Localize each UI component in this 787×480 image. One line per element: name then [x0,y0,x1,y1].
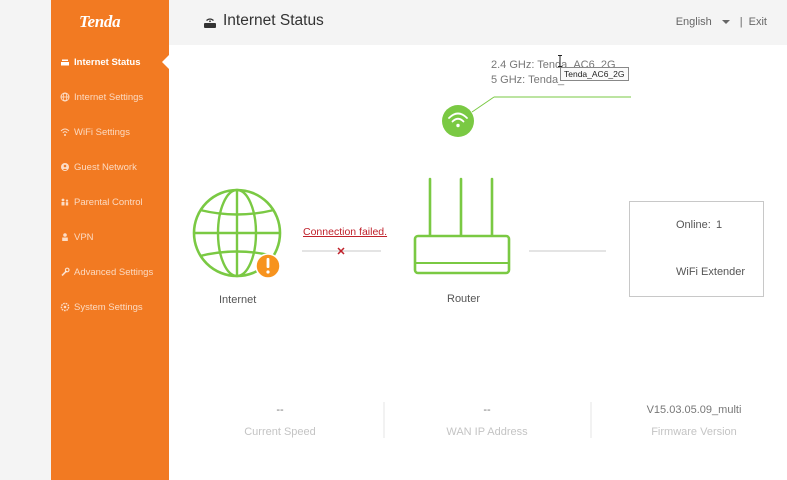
online-count: 1 [716,219,723,231]
separator: | [739,16,743,28]
ssid-5ghz: 5 GHz: Tenda_ [491,73,565,86]
sidebar-item-guest-network[interactable]: Guest Network [51,152,169,182]
router-icon [204,18,216,28]
page-header: Internet Status English | Exit [169,0,787,45]
globe-icon [192,188,282,278]
stat-label: Firmware Version [651,426,737,438]
sidebar-item-label: System Settings [74,301,143,313]
left-gutter [0,0,51,480]
sidebar-item-vpn[interactable]: VPN [51,222,169,252]
connection-status-link[interactable]: Connection failed. [303,226,388,238]
wrench-icon [60,267,70,277]
tenda-logo: Tenda [79,12,121,31]
router-label: Router [447,293,481,305]
globe-icon [60,92,70,102]
router-icon [413,177,511,275]
stat-label: Current Speed [244,426,316,438]
sidebar-item-label: Guest Network [74,161,137,173]
page-title: Internet Status [223,12,324,29]
sidebar-item-label: Internet Settings [74,91,144,103]
sidebar-item-system-settings[interactable]: System Settings [51,292,169,322]
guest-icon [60,162,70,172]
stat-value: -- [483,404,491,416]
wan-ip-stat: -- WAN IP Address [389,400,585,438]
current-speed-stat: -- Current Speed [182,400,378,438]
sidebar-item-label: VPN [74,231,94,243]
text-cursor-icon [558,55,562,67]
exit-link[interactable]: Exit [748,16,767,28]
connected-devices-box[interactable] [629,201,764,297]
header-actions: English | Exit [676,16,767,28]
sidebar-item-label: Internet Status [74,56,141,68]
stat-value: V15.03.05.09_multi [646,404,742,416]
sidebar-item-internet-settings[interactable]: Internet Settings [51,82,169,112]
wifi-extender-label[interactable]: WiFi Extender [676,266,746,278]
sidebar-item-advanced-settings[interactable]: Advanced Settings [51,257,169,287]
router-icon [60,57,70,67]
firmware-version-stat: V15.03.05.09_multi Firmware Version [596,400,787,438]
sidebar-item-label: Advanced Settings [74,266,154,278]
wifi-icon [60,127,70,137]
stat-label: WAN IP Address [446,426,528,438]
vpn-icon [60,232,70,242]
language-selector[interactable]: English [675,16,712,28]
active-indicator [162,54,170,70]
gear-icon [60,302,70,312]
sidebar-item-label: WiFi Settings [74,126,130,138]
sidebar: Tenda Internet Status Internet Settings … [51,0,170,480]
ssid-tooltip: Tenda_AC6_2G [560,67,629,81]
online-label: Online: [676,219,711,231]
stat-value: -- [276,404,284,416]
wifi-link-diagonal [471,96,495,113]
parental-icon [60,197,70,207]
sidebar-item-label: Parental Control [74,196,143,208]
sidebar-item-parental-control[interactable]: Parental Control [51,187,169,217]
warning-icon [255,253,281,279]
internet-label: Internet [219,294,257,306]
chevron-down-icon[interactable] [721,20,730,24]
close-icon [337,247,345,255]
sidebar-item-internet-status[interactable]: Internet Status [51,47,170,77]
wifi-icon[interactable] [442,105,474,137]
sidebar-item-wifi-settings[interactable]: WiFi Settings [51,117,169,147]
